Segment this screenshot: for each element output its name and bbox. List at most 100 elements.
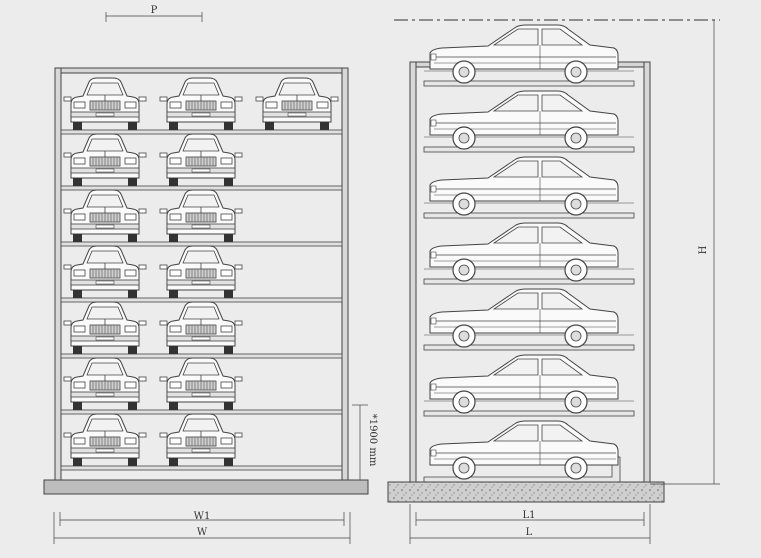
headlight-right xyxy=(220,101,233,109)
windshield xyxy=(86,138,124,152)
wheel-right xyxy=(224,122,233,130)
car-front xyxy=(63,189,147,242)
rear-window xyxy=(541,292,584,310)
headlight-right xyxy=(220,381,233,389)
mirror-left xyxy=(159,96,168,102)
mirror-left xyxy=(159,432,168,438)
mirror-right xyxy=(330,96,339,102)
rear-window xyxy=(541,160,584,178)
mirror-left xyxy=(63,432,72,438)
car-front xyxy=(63,413,147,466)
mirror-right xyxy=(138,432,147,438)
windshield xyxy=(182,194,220,208)
front-window xyxy=(492,160,539,178)
car-front xyxy=(159,189,243,242)
car-front xyxy=(159,413,243,466)
windshield xyxy=(182,306,220,320)
front-platform xyxy=(60,297,343,303)
wheel-right xyxy=(128,178,137,186)
headlight-left xyxy=(169,381,182,389)
front-window xyxy=(492,94,539,112)
side-left-column xyxy=(409,61,417,483)
car-front xyxy=(159,77,243,130)
headlight-right xyxy=(124,269,137,277)
wheel-right xyxy=(128,458,137,466)
license-plate xyxy=(191,336,211,341)
windshield xyxy=(86,306,124,320)
wheel-left xyxy=(73,122,82,130)
wheel-left xyxy=(169,178,178,186)
mirror-right xyxy=(138,376,147,382)
wheel-right xyxy=(320,122,329,130)
headlight-right xyxy=(124,437,137,445)
car-front xyxy=(63,77,147,130)
headlight-right xyxy=(220,437,233,445)
wheel-right xyxy=(128,234,137,242)
car-side xyxy=(429,288,619,348)
windshield xyxy=(86,250,124,264)
license-plate xyxy=(95,112,115,117)
license-plate xyxy=(95,224,115,229)
license-plate xyxy=(95,336,115,341)
rear-window xyxy=(541,94,584,112)
headlight-right xyxy=(124,381,137,389)
mirror-left xyxy=(159,264,168,270)
headlight-left xyxy=(169,437,182,445)
license-plate xyxy=(191,392,211,397)
car-body xyxy=(429,90,619,136)
license-plate xyxy=(191,168,211,173)
mirror-right xyxy=(234,96,243,102)
headlight-left xyxy=(73,325,86,333)
car-body xyxy=(429,288,619,334)
headlight xyxy=(430,449,437,457)
side-view xyxy=(387,19,720,544)
front-platform xyxy=(60,185,343,191)
mirror-left xyxy=(255,96,264,102)
headlight-right xyxy=(124,213,137,221)
windshield xyxy=(182,82,220,96)
wheel-left xyxy=(169,402,178,410)
mirror-left xyxy=(159,208,168,214)
headlight-left xyxy=(169,213,182,221)
headlight-right xyxy=(124,157,137,165)
front-window xyxy=(492,292,539,310)
car-side xyxy=(429,90,619,150)
wheel-right xyxy=(224,234,233,242)
car-front xyxy=(63,245,147,298)
front-base-slab xyxy=(43,479,369,495)
mirror-right xyxy=(138,264,147,270)
side-platform xyxy=(423,146,635,153)
mirror-left xyxy=(63,320,72,326)
front-window xyxy=(492,226,539,244)
mirror-left xyxy=(63,152,72,158)
headlight-right xyxy=(316,101,329,109)
side-platform xyxy=(423,344,635,351)
headlight-left xyxy=(73,269,86,277)
wheel-right xyxy=(128,402,137,410)
outer-length-label: L xyxy=(526,527,533,538)
license-plate xyxy=(95,392,115,397)
pitch-label: P xyxy=(151,5,158,16)
car-front xyxy=(63,301,147,354)
license-plate xyxy=(95,280,115,285)
wheel-left xyxy=(73,346,82,354)
rear-window xyxy=(541,358,584,376)
mirror-right xyxy=(138,152,147,158)
windshield xyxy=(182,138,220,152)
wheel-right xyxy=(128,346,137,354)
license-plate xyxy=(191,112,211,117)
side-platform xyxy=(423,278,635,285)
total-height-label: H xyxy=(698,245,709,254)
wheel-left xyxy=(73,234,82,242)
headlight-right xyxy=(124,325,137,333)
wheel-left xyxy=(265,122,274,130)
mirror-right xyxy=(234,432,243,438)
mirror-right xyxy=(234,152,243,158)
front-platform xyxy=(60,353,343,359)
headlight-left xyxy=(73,381,86,389)
mirror-right xyxy=(138,96,147,102)
side-platform xyxy=(423,410,635,417)
outer-width-label: W xyxy=(197,527,208,538)
